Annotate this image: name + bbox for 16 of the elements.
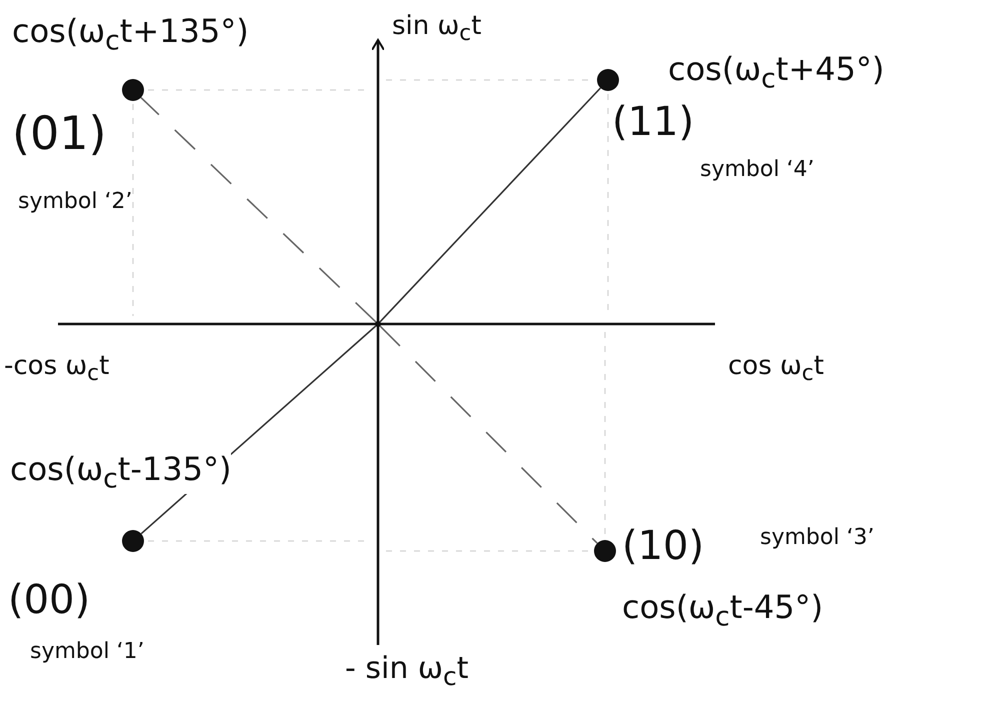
symbol-label: symbol ‘1’: [30, 640, 144, 664]
constellation-dot: [122, 79, 144, 101]
line: [379, 87, 602, 322]
axis-label: - sin ω$_{c}$t: [345, 652, 469, 690]
axis-label: sin ω$_{c}$t: [392, 12, 482, 46]
phase-label: cos(ω$_{c}$t-135°): [10, 452, 232, 494]
axis-label: cos ω$_{c}$t: [728, 352, 824, 386]
symbol-label: symbol ‘2’: [18, 190, 132, 214]
constellation-dot: [597, 69, 619, 91]
dashed-line: [140, 97, 376, 322]
symbol-label: symbol ‘3’: [760, 526, 874, 550]
dashed-line: [380, 326, 598, 544]
axis-label: -cos ω$_{c}$t: [4, 352, 110, 386]
symbol-label: symbol ‘4’: [700, 158, 814, 182]
constellation-dot: [122, 530, 144, 552]
constellation-dot: [594, 540, 616, 562]
